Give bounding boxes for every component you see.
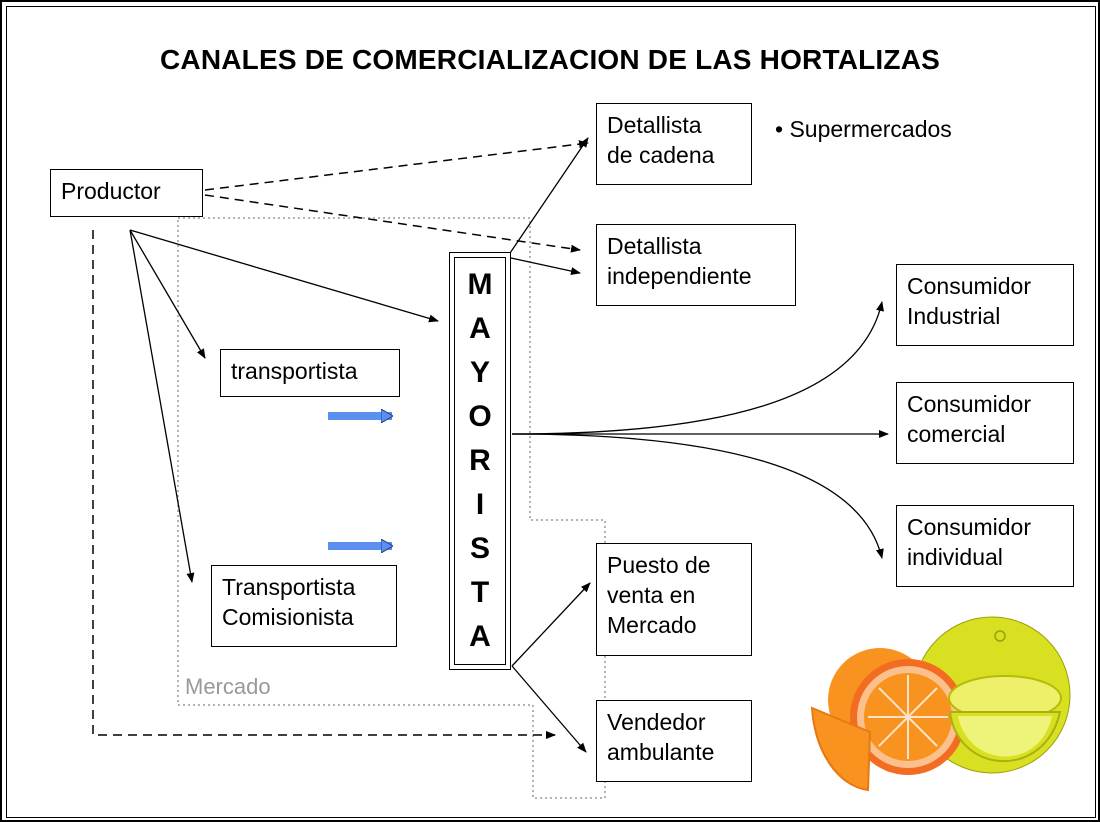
mayorista-letter: S: [469, 532, 490, 565]
arrow-mayorista-industrial: [511, 301, 884, 435]
productor-box: Productor: [50, 169, 203, 217]
puesto-venta-line2: venta en: [607, 582, 696, 608]
puesto-venta-line3: Mercado: [607, 612, 697, 638]
arrow-productor-transportista: [129, 229, 206, 359]
consumidor-industrial-line2: Industrial: [907, 303, 1001, 329]
mayorista-letter: O: [468, 400, 492, 433]
transportista-comisionista-line2: Comisionista: [222, 604, 354, 630]
consumidor-industrial-line1: Consumidor: [907, 273, 1031, 299]
mayorista-letter: A: [469, 312, 491, 345]
mayorista-letter: T: [470, 576, 490, 609]
vendedor-ambulante-box: Vendedor ambulante: [596, 700, 752, 782]
mayorista-box: M A Y O R I S T A: [449, 252, 511, 670]
vendedor-ambulante-line1: Vendedor: [607, 709, 706, 735]
puesto-venta-box: Puesto de venta en Mercado: [596, 543, 752, 656]
mayorista-inner: M A Y O R I S T A: [454, 257, 506, 665]
mayorista-letter: M: [467, 268, 493, 301]
mayorista-letter: Y: [469, 356, 490, 389]
mayorista-letter: R: [469, 444, 491, 477]
arrow-mayorista-individual: [511, 433, 884, 559]
puesto-venta-line1: Puesto de: [607, 552, 711, 578]
arrow-mayorista-independiente: [510, 257, 581, 275]
transportista-comisionista-line1: Transportista: [222, 574, 356, 600]
consumidor-individual-line1: Consumidor: [907, 514, 1031, 540]
inner-frame: [6, 6, 1096, 818]
consumidor-industrial-box: Consumidor Industrial: [896, 264, 1074, 346]
consumidor-comercial-line2: comercial: [907, 421, 1006, 447]
productor-label: Productor: [61, 178, 161, 204]
diagram-title: CANALES DE COMERCIALIZACION DE LAS HORTA…: [159, 44, 941, 75]
detallista-cadena-line1: Detallista: [607, 112, 702, 138]
detallista-cadena-line2: de cadena: [607, 142, 715, 168]
mercado-region-label: Mercado: [185, 674, 271, 699]
mayorista-letter: I: [475, 488, 485, 521]
transportista-comisionista-box: Transportista Comisionista: [211, 565, 397, 647]
transportista-label: transportista: [231, 358, 358, 384]
arrow-mayorista-ambulante: [511, 665, 587, 753]
citrus-fruits-illustration: [810, 616, 1071, 792]
dashed-productor-cadena: [204, 140, 589, 191]
mayorista-letter: A: [469, 620, 491, 653]
vendedor-ambulante-line2: ambulante: [607, 739, 715, 765]
dashed-productor-independiente: [204, 194, 581, 253]
detallista-independiente-line1: Detallista: [607, 233, 702, 259]
detallista-independiente-box: Detallista independiente: [596, 224, 796, 306]
mercado-region: [177, 217, 606, 799]
consumidor-individual-box: Consumidor individual: [896, 505, 1074, 587]
detallista-cadena-box: Detallista de cadena: [596, 103, 752, 185]
arrow-mayorista-cadena: [507, 137, 589, 257]
consumidor-comercial-box: Consumidor comercial: [896, 382, 1074, 464]
arrow-mayorista-puesto: [511, 582, 591, 667]
transportista-box: transportista: [220, 349, 400, 397]
consumidor-individual-line2: individual: [907, 544, 1003, 570]
arrow-productor-mayorista: [129, 229, 439, 323]
arrow-productor-comisionista: [129, 229, 195, 583]
supermercados-note: • Supermercados: [775, 116, 952, 142]
detallista-independiente-line2: independiente: [607, 263, 752, 289]
consumidor-comercial-line1: Consumidor: [907, 391, 1031, 417]
dashed-productor-ambulante: [92, 230, 556, 739]
